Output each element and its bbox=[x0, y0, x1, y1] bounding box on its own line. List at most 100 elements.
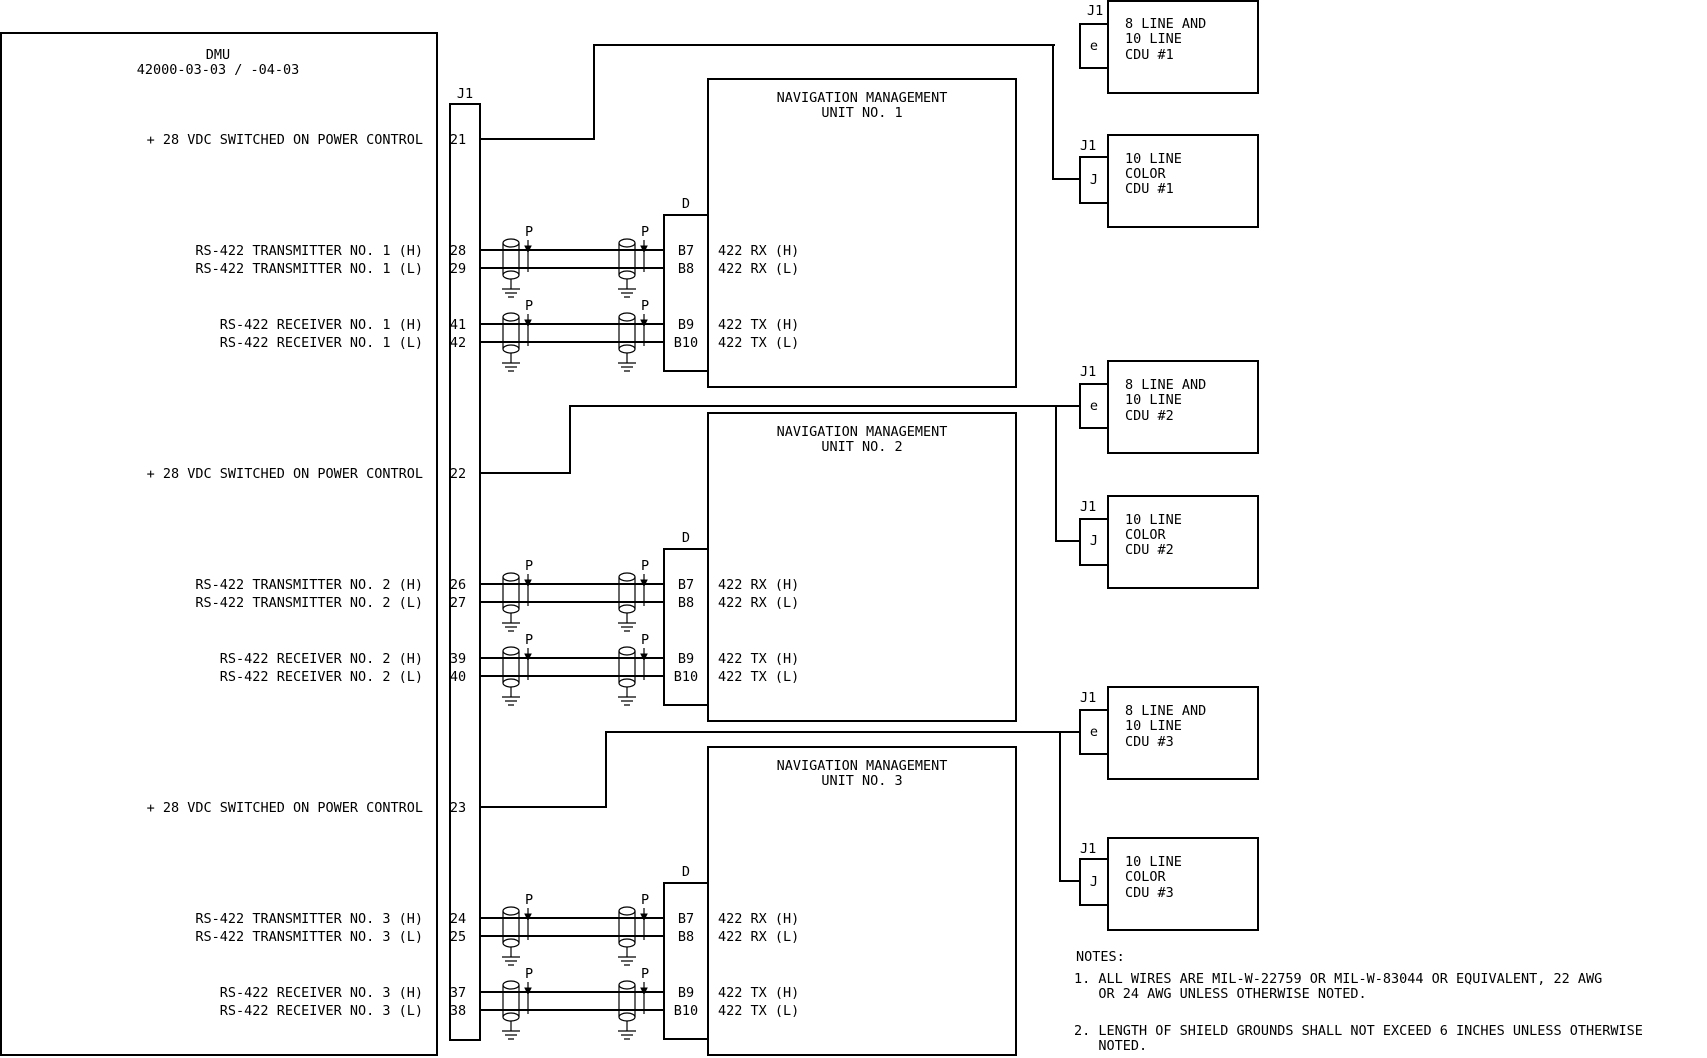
signal-label: RS-422 TRANSMITTER NO. 3 (L) bbox=[195, 929, 423, 945]
signal-label: RS-422 TRANSMITTER NO. 3 (H) bbox=[195, 911, 423, 927]
ground-icon bbox=[618, 362, 636, 372]
shield-marker-label: P bbox=[525, 892, 533, 908]
ground-icon bbox=[618, 622, 636, 632]
shield-marker-label: P bbox=[525, 632, 533, 648]
power-branch-3 bbox=[1059, 732, 1080, 882]
ground-icon bbox=[502, 362, 520, 372]
nmu-1: NAVIGATION MANAGEMENT UNIT NO. 1 D bbox=[663, 78, 1017, 388]
shield-marker-label: P bbox=[525, 224, 533, 240]
cdu-line-3: CDU #3 bbox=[1125, 885, 1174, 901]
cdu-pin: J bbox=[1090, 874, 1098, 890]
dmu-pin-label: 23 bbox=[450, 800, 466, 816]
dmu-j1-connector bbox=[449, 103, 481, 1041]
shield-top-icon bbox=[618, 312, 636, 322]
power-branch-1 bbox=[1052, 45, 1080, 180]
cdu-line-2: COLOR bbox=[1125, 527, 1167, 543]
shield-bottom-icon bbox=[502, 604, 520, 614]
cdu-4: J1 J 10 LINE COLOR CDU #2 bbox=[1079, 495, 1259, 589]
cdu-connector-label: J1 bbox=[1080, 364, 1096, 380]
ground-icon bbox=[618, 288, 636, 298]
cdu-pin: J bbox=[1090, 533, 1098, 549]
shield-marker-label: P bbox=[641, 966, 649, 982]
cdu-line-1: 8 LINE AND bbox=[1125, 703, 1206, 719]
dmu-j1-label: J1 bbox=[457, 86, 473, 102]
nmu-signal-label: 422 TX (H) bbox=[718, 651, 799, 667]
cdu-pin: J bbox=[1090, 172, 1098, 188]
nmu-subtitle: UNIT NO. 1 bbox=[821, 105, 902, 121]
ground-icon bbox=[502, 956, 520, 966]
shield-marker-arrow-icon bbox=[640, 913, 648, 922]
dmu-pin-label: 27 bbox=[450, 595, 466, 611]
nmu-d-connector bbox=[663, 214, 709, 372]
dmu-box bbox=[0, 32, 438, 1056]
cdu-j1-connector bbox=[1079, 709, 1109, 755]
nmu-pin-label: B10 bbox=[674, 335, 698, 351]
dmu-pin-label: 26 bbox=[450, 577, 466, 593]
cdu-line-1: 10 LINE bbox=[1125, 151, 1182, 167]
signal-layer: + 28 VDC SWITCHED ON POWER CONTROL 21RS-4… bbox=[147, 132, 799, 1040]
power-label: + 28 VDC SWITCHED ON POWER CONTROL bbox=[147, 466, 423, 482]
cdu-line-1: 10 LINE bbox=[1125, 512, 1182, 528]
note-2-line-1: 2. LENGTH OF SHIELD GROUNDS SHALL NOT EX… bbox=[1074, 1023, 1643, 1039]
nmu-d-label: D bbox=[682, 864, 690, 880]
nmu-3: NAVIGATION MANAGEMENT UNIT NO. 3 D bbox=[663, 746, 1017, 1056]
cdu-j1-connector bbox=[1079, 23, 1109, 69]
power-line-3 bbox=[480, 731, 1080, 808]
nmu-signal-label: 422 TX (L) bbox=[718, 335, 799, 351]
dmu-pin-label: 42 bbox=[450, 335, 466, 351]
shield-top-icon bbox=[618, 646, 636, 656]
dmu-pin-label: 29 bbox=[450, 261, 466, 277]
cdu-line-2: 10 LINE bbox=[1125, 718, 1182, 734]
nmu-title: NAVIGATION MANAGEMENT bbox=[777, 424, 948, 440]
shield-top-icon bbox=[618, 906, 636, 916]
ground-icon bbox=[618, 1030, 636, 1040]
nmu-signal-label: 422 TX (H) bbox=[718, 317, 799, 333]
nmu-signal-label: 422 RX (H) bbox=[718, 243, 799, 259]
cdu-line-3: CDU #3 bbox=[1125, 734, 1174, 750]
nmu-signal-label: 422 RX (H) bbox=[718, 577, 799, 593]
shield-bottom-icon bbox=[618, 1012, 636, 1022]
shield-bottom-icon bbox=[502, 1012, 520, 1022]
shield-marker-label: P bbox=[525, 558, 533, 574]
shield-marker-label: P bbox=[641, 892, 649, 908]
signal-label: RS-422 RECEIVER NO. 3 (L) bbox=[220, 1003, 423, 1019]
signal-label: RS-422 RECEIVER NO. 1 (H) bbox=[220, 317, 423, 333]
cdu-j1-connector bbox=[1079, 156, 1109, 204]
cdu-line-2: COLOR bbox=[1125, 869, 1167, 885]
nmu-title: NAVIGATION MANAGEMENT bbox=[777, 758, 948, 774]
shield-marker-label: P bbox=[641, 632, 649, 648]
shield-top-icon bbox=[502, 980, 520, 990]
shield-marker-arrow-icon bbox=[524, 319, 532, 328]
shield-bottom-icon bbox=[618, 678, 636, 688]
notes: NOTES: 1. ALL WIRES ARE MIL-W-22759 OR M… bbox=[1074, 949, 1643, 1054]
dmu-title: DMU bbox=[206, 47, 230, 63]
shield-marker-arrow-icon bbox=[524, 579, 532, 588]
nmu-signal-label: 422 RX (L) bbox=[718, 261, 799, 277]
nmu-d-label: D bbox=[682, 530, 690, 546]
nmu-signal-label: 422 RX (L) bbox=[718, 595, 799, 611]
cdu-1: J1 e 8 LINE AND 10 LINE CDU #1 bbox=[1079, 0, 1259, 94]
shield-top-icon bbox=[502, 646, 520, 656]
power-line-2 bbox=[480, 405, 1080, 474]
nmu-pin-label: B8 bbox=[678, 929, 694, 945]
cdu-line-1: 10 LINE bbox=[1125, 854, 1182, 870]
power-line-1 bbox=[480, 44, 1055, 140]
cdu-connector-label: J1 bbox=[1080, 690, 1096, 706]
shield-marker-label: P bbox=[641, 224, 649, 240]
signal-label: RS-422 RECEIVER NO. 2 (L) bbox=[220, 669, 423, 685]
shield-marker-arrow-icon bbox=[640, 319, 648, 328]
shield-bottom-icon bbox=[618, 604, 636, 614]
shield-bottom-icon bbox=[502, 270, 520, 280]
cdu-j1-connector bbox=[1079, 858, 1109, 906]
ground-icon bbox=[502, 622, 520, 632]
nmu-subtitle: UNIT NO. 2 bbox=[821, 439, 902, 455]
cdu-line-3: CDU #2 bbox=[1125, 542, 1174, 558]
nmu-pin-label: B9 bbox=[678, 985, 694, 1001]
dmu-pin-label: 21 bbox=[450, 132, 466, 148]
shield-top-icon bbox=[502, 572, 520, 582]
nmu-pin-label: B7 bbox=[678, 243, 694, 259]
shield-marker-arrow-icon bbox=[524, 653, 532, 662]
dmu-pin-label: 40 bbox=[450, 669, 466, 685]
shield-bottom-icon bbox=[618, 270, 636, 280]
shield-marker-label: P bbox=[641, 558, 649, 574]
